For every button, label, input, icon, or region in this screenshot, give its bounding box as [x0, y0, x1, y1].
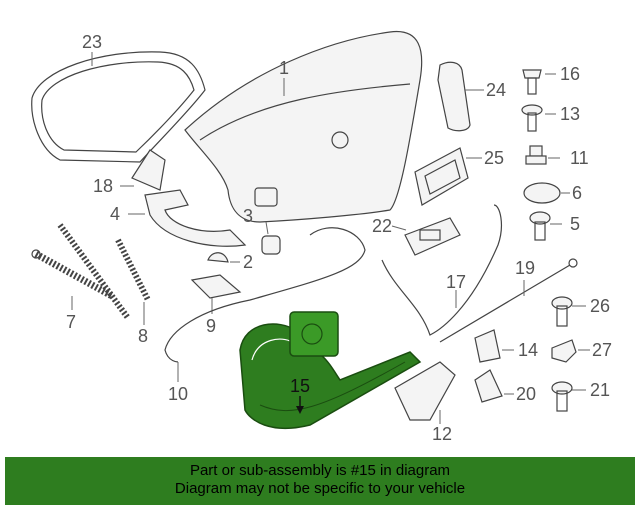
part-27-nut: [551, 339, 590, 363]
callout-24: 24: [486, 80, 506, 100]
callout-8: 8: [138, 326, 148, 346]
part-8-spring: [57, 223, 151, 325]
part-23-seal: [31, 51, 206, 163]
callout-27: 27: [592, 340, 612, 360]
part-13-screw: [521, 104, 556, 132]
part-25-lamp-housing: [414, 147, 482, 206]
callout-10: 10: [168, 384, 188, 404]
callout-5: 5: [570, 214, 580, 234]
part-12-latch: [394, 361, 456, 424]
part-14-bracket: [474, 329, 514, 363]
part-7-strut: [31, 249, 114, 310]
part-10-cable: [164, 227, 366, 382]
callout-23: 23: [82, 32, 102, 52]
part-1-trunk-lid: [184, 30, 423, 223]
part-24-trim: [437, 61, 484, 132]
part-11-nut: [525, 145, 560, 165]
banner-line-1: Part or sub-assembly is #15 in diagram: [189, 462, 451, 479]
part-4-hinge: [128, 189, 247, 247]
callout-21: 21: [590, 380, 610, 400]
part-5-clip: [529, 211, 562, 241]
callout-6: 6: [572, 183, 582, 203]
callout-3: 3: [243, 206, 253, 226]
callout-1: 1: [279, 58, 289, 78]
callout-16: 16: [560, 64, 580, 84]
part-3-bumper: [261, 221, 281, 255]
part-2-stop: [207, 252, 240, 263]
callout-22: 22: [372, 216, 392, 236]
parts-diagram: 23 1 24 16 13 25 11 18 6 3 4 22 5 2 19 1…: [31, 30, 612, 444]
callout-9: 9: [206, 316, 216, 336]
callout-26: 26: [590, 296, 610, 316]
callout-14: 14: [518, 340, 538, 360]
callout-13: 13: [560, 104, 580, 124]
part-18-bracket: [120, 149, 166, 191]
callout-4: 4: [110, 204, 120, 224]
callout-7: 7: [66, 312, 76, 332]
part-19-cable: [439, 258, 578, 343]
part-22-switch: [391, 217, 461, 256]
callout-19: 19: [515, 258, 535, 278]
callout-11: 11: [570, 148, 589, 168]
part-26-screw: [551, 296, 586, 327]
part-9-bracket: [190, 274, 242, 314]
callout-12: 12: [432, 424, 452, 444]
part-6-grommet: [523, 182, 570, 204]
callout-2: 2: [243, 252, 253, 272]
part-21-screw: [551, 381, 586, 412]
callout-17: 17: [446, 272, 466, 292]
callout-18: 18: [93, 176, 113, 196]
banner-line-2: Diagram may not be specific to your vehi…: [174, 480, 466, 497]
callout-25: 25: [484, 148, 504, 168]
callout-15: 15: [290, 376, 310, 396]
part-16-screw: [522, 69, 556, 95]
part-20-bracket: [474, 369, 514, 403]
info-banner: Part or sub-assembly is #15 in diagram D…: [5, 457, 635, 505]
part-17-wire: [381, 204, 502, 336]
part-15-lock-assembly: [239, 311, 422, 430]
callout-20: 20: [516, 384, 536, 404]
